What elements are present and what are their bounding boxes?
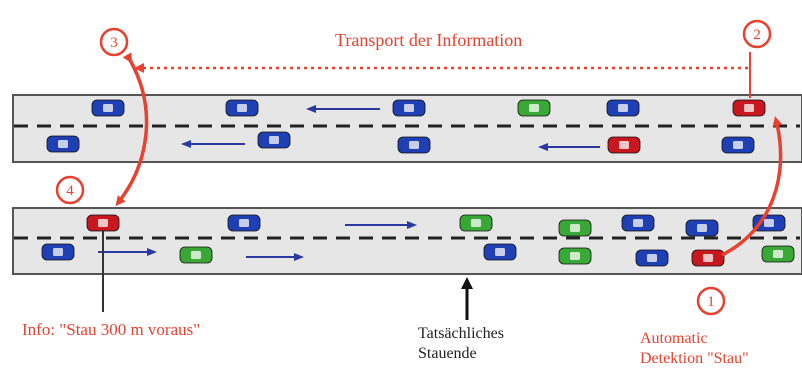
car-blue-lower-4 xyxy=(621,214,655,232)
step-circle-3: 3 xyxy=(99,27,129,57)
step-circle-1: 1 xyxy=(696,286,726,316)
car-blue-lower-1 xyxy=(227,214,261,232)
car-green-lower-3 xyxy=(558,219,592,237)
svg-text:4: 4 xyxy=(66,183,74,199)
car-red-lower-12 xyxy=(691,249,725,267)
car-green-upper-3 xyxy=(517,99,551,117)
step-circle-2: 2 xyxy=(742,19,772,49)
info-label: Info: "Stau 300 m voraus" xyxy=(22,320,201,339)
car-green-lower-8 xyxy=(179,246,213,264)
detection-label-line2: Detektion "Stau" xyxy=(640,350,749,367)
car-red-upper-5 xyxy=(732,99,766,117)
road-lower xyxy=(12,207,802,275)
car-blue-upper-6 xyxy=(46,135,80,153)
car-red-lower-0 xyxy=(86,214,120,232)
step-circle-4: 4 xyxy=(55,175,85,205)
stau-end-label-line2: Stauende xyxy=(418,345,477,362)
svg-text:3: 3 xyxy=(110,35,118,51)
car-red-upper-8 xyxy=(607,136,641,154)
detection-label-line1: Automatic xyxy=(640,330,708,347)
car-blue-upper-4 xyxy=(606,99,640,117)
car-blue-lower-9 xyxy=(483,243,517,261)
car-blue-upper-0 xyxy=(91,99,125,117)
car-blue-upper-2 xyxy=(392,99,426,117)
stau-end-label-line1: Tatsächliches xyxy=(418,325,504,342)
car-blue-lower-5 xyxy=(685,219,719,237)
car-green-lower-10 xyxy=(558,247,592,265)
car-green-lower-13 xyxy=(761,245,795,263)
car-blue-upper-10 xyxy=(397,136,431,154)
broadcast-arrow xyxy=(115,52,149,207)
car-blue-lower-11 xyxy=(635,249,669,267)
svg-text:2: 2 xyxy=(753,27,761,43)
car-green-lower-2 xyxy=(459,214,493,232)
transport-label: Transport der Information xyxy=(335,30,523,50)
detection-arrow xyxy=(721,116,783,257)
car-blue-lower-7 xyxy=(41,243,75,261)
car-blue-upper-9 xyxy=(721,136,755,154)
svg-text:1: 1 xyxy=(707,294,715,310)
car-blue-upper-1 xyxy=(225,99,259,117)
car-blue-upper-7 xyxy=(257,131,291,149)
